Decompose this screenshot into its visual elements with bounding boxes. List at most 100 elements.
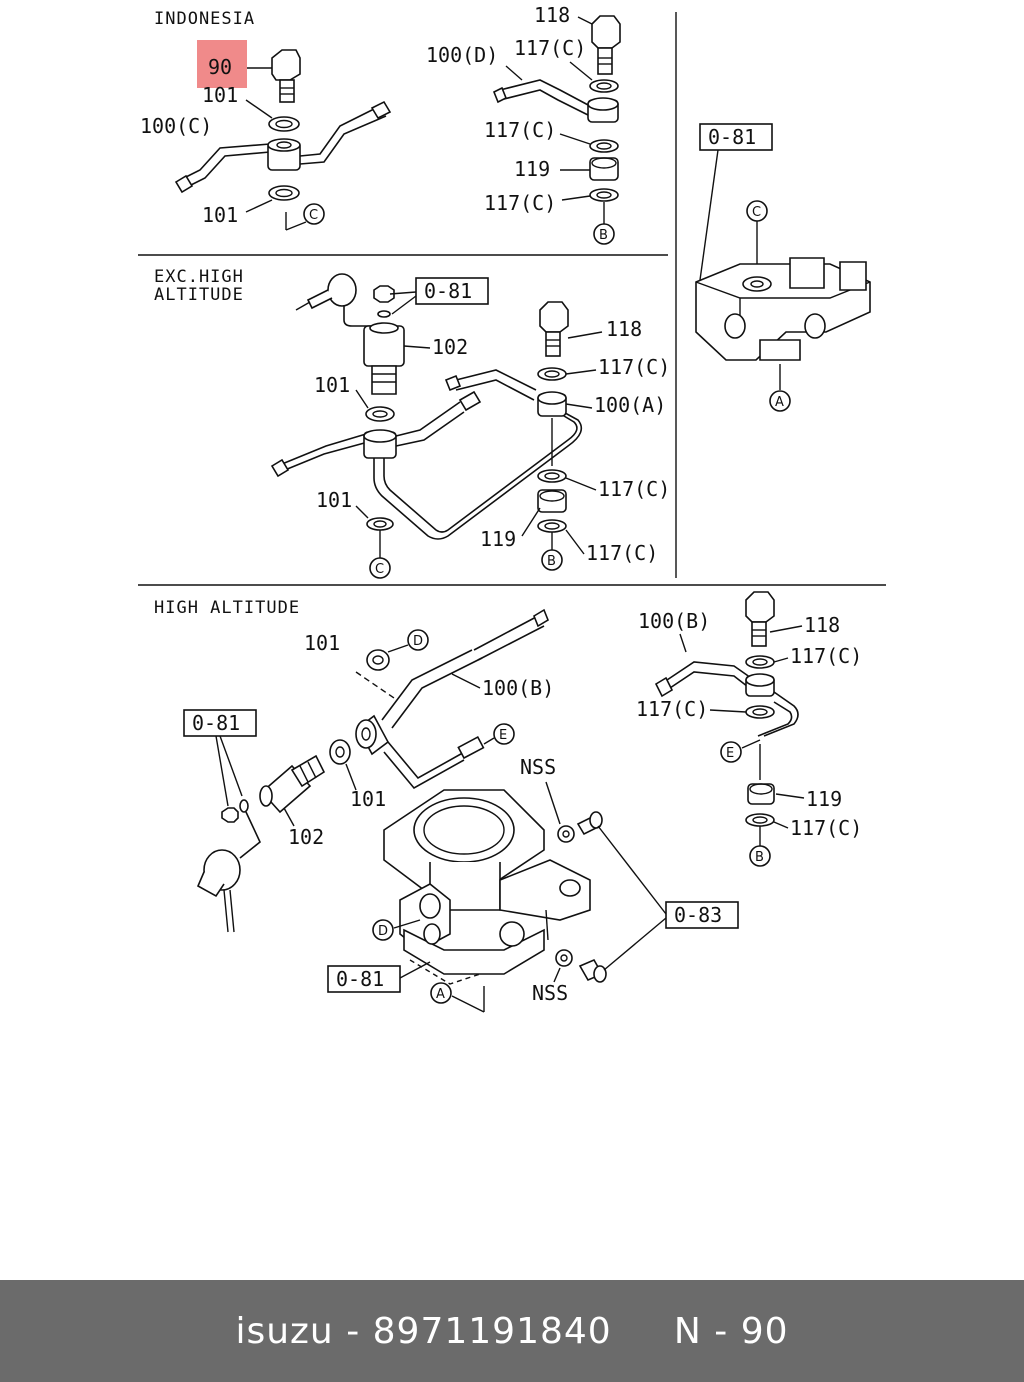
circle-a-ha	[430, 982, 452, 1004]
circle-c-mid	[369, 557, 391, 579]
label-nss-bottom: NSS	[532, 981, 568, 1005]
pipe-100b-left	[355, 608, 549, 790]
washer-117c-3	[589, 188, 619, 202]
ref-box-83[interactable]	[665, 901, 739, 929]
footer-gap	[612, 1311, 674, 1352]
ref-box-81-mid[interactable]	[415, 277, 489, 305]
svg-text:B: B	[547, 554, 556, 569]
throttle-body-ha	[383, 789, 591, 985]
footer-sep: -	[333, 1310, 373, 1352]
label-101-top: 101	[202, 83, 238, 107]
connector-ha	[196, 799, 261, 933]
washer-101-bottom	[268, 185, 300, 201]
pipe-100c	[174, 100, 392, 194]
label-117c-2: 117(C)	[484, 118, 556, 142]
label-101-mid-1: 101	[314, 373, 350, 397]
highlight-label-90[interactable]: 90	[208, 55, 232, 79]
label-118-mid: 118	[606, 317, 642, 341]
washer-117c-mid-1	[537, 367, 567, 381]
label-119-mid: 119	[480, 527, 516, 551]
svg-text:E: E	[499, 728, 507, 743]
label-118-ha: 118	[804, 613, 840, 637]
switch-102-ha	[259, 754, 326, 814]
washer-117c-mid-2	[537, 469, 567, 483]
label-118-top: 118	[534, 3, 570, 27]
label-101-mid-2: 101	[316, 488, 352, 512]
washer-101-ha-1	[366, 649, 390, 671]
circle-b-top	[593, 223, 615, 245]
bolt-83-top	[576, 811, 603, 836]
svg-text:0-81[interactable]: 0-81	[336, 967, 384, 991]
leader-101-bottom	[245, 199, 273, 213]
circle-c-indonesia	[303, 203, 325, 225]
washer-101-top	[268, 116, 300, 132]
circle-d-ha-top	[407, 629, 429, 651]
svg-text:0-81[interactable]: 0-81	[424, 279, 472, 303]
section-high-altitude: HIGH ALTITUDE	[154, 598, 300, 618]
pipe-100d	[492, 79, 619, 123]
label-119-ha: 119	[806, 787, 842, 811]
washer-nss-top	[557, 825, 575, 843]
svg-text:E: E	[726, 746, 734, 761]
label-117c-ha-1: 117(C)	[790, 644, 862, 668]
section-exc-high-2: ALTITUDE	[154, 285, 244, 305]
sensor-connector-mid	[295, 273, 376, 327]
svg-text:C: C	[752, 205, 761, 220]
label-117c-3: 117(C)	[484, 191, 556, 215]
parts-diagram: INDONESIA EXC.HIGH ALTITUDE HIGH ALTITUD…	[138, 3, 886, 1013]
label-117c-mid-2: 117(C)	[598, 477, 670, 501]
label-100b-right: 100(B)	[638, 609, 710, 633]
label-100d: 100(D)	[426, 43, 498, 67]
footer-text: isuzu - 8971191840 N - 90	[235, 1311, 788, 1352]
washer-117c-ha-3	[745, 813, 775, 827]
ref-box-81-right[interactable]	[699, 123, 773, 151]
svg-text:B: B	[599, 228, 608, 243]
leader-c-top	[285, 221, 307, 231]
diagram-svg: INDONESIA EXC.HIGH ALTITUDE HIGH ALTITUD…	[138, 3, 886, 1013]
footer-part-number: 8971191840	[372, 1310, 612, 1352]
label-100b-left: 100(B)	[482, 676, 554, 700]
ref-box-81-ha-2[interactable]	[327, 965, 401, 993]
washer-117c-1	[589, 79, 619, 93]
footer-code: N - 90	[673, 1310, 789, 1352]
banjo-bolt-118-top	[591, 15, 621, 75]
washer-117c-ha-2	[745, 705, 775, 719]
svg-text:0-83[interactable]: 0-83	[674, 903, 722, 927]
circle-a-right	[769, 390, 791, 412]
switch-102-mid	[363, 322, 405, 395]
label-102-mid: 102	[432, 335, 468, 359]
ref-box-81-ha-1[interactable]	[183, 709, 257, 737]
label-119-top: 119	[514, 157, 550, 181]
label-117c-ha-3: 117(C)	[790, 816, 862, 840]
sleeve-119-top	[589, 157, 619, 181]
svg-text:C: C	[309, 208, 318, 223]
svg-text:D: D	[413, 634, 423, 649]
washer-nss-bottom	[555, 949, 573, 967]
footer-brand: isuzu	[235, 1310, 334, 1352]
pipe-100a	[270, 369, 583, 540]
label-117c-1: 117(C)	[514, 36, 586, 60]
svg-text:0-81[interactable]: 0-81	[192, 711, 240, 735]
section-exc-high-1: EXC.HIGH	[154, 267, 244, 287]
label-102-ha: 102	[288, 825, 324, 849]
label-117c-mid-3: 117(C)	[586, 541, 658, 565]
banjo-bolt-90	[271, 49, 301, 103]
label-117c-ha-2: 117(C)	[636, 697, 708, 721]
pipe-100b-right	[654, 661, 799, 737]
circle-b-ha	[749, 845, 771, 867]
label-101-bottom: 101	[202, 203, 238, 227]
label-nss-top: NSS	[520, 755, 556, 779]
svg-text:A: A	[436, 987, 445, 1002]
highlight-box[interactable]	[197, 40, 247, 88]
washer-101-mid-2	[366, 517, 394, 531]
banjo-bolt-118-ha	[745, 591, 775, 647]
washer-117c-mid-3	[537, 519, 567, 533]
svg-text:B: B	[755, 850, 764, 865]
footer-bar: isuzu - 8971191840 N - 90	[0, 1280, 1024, 1382]
circle-d-ha-bottom	[372, 919, 394, 941]
washer-117c-2	[589, 139, 619, 153]
svg-text:0-81[interactable]: 0-81	[708, 125, 756, 149]
bolt-83-bottom	[578, 958, 607, 983]
label-117c-mid-1: 117(C)	[598, 355, 670, 379]
nut-mid	[373, 285, 395, 318]
